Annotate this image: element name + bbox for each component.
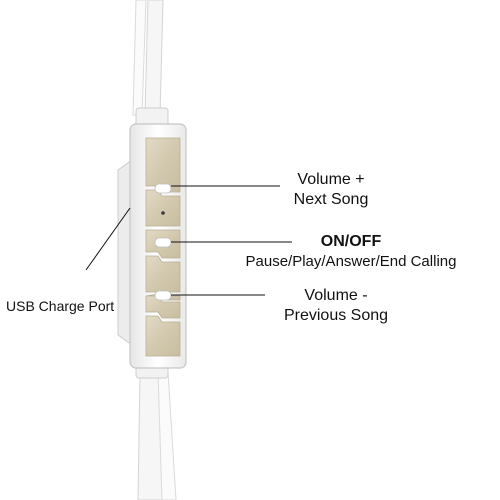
callout-usb (85, 207, 131, 271)
onoff-title-text: ON/OFF (320, 233, 382, 250)
usb-charge-port-label: USB Charge Port (6, 298, 115, 314)
onoff-label: ON/OFF Pause/Play/Answer/End Calling (225, 232, 477, 272)
volume-minus-line1: Volume - (304, 287, 368, 304)
volume-minus-label: Volume - Previous Song (272, 286, 400, 326)
volume-minus-line2: Previous Song (283, 307, 389, 324)
cable-top-strand (132, 0, 147, 116)
onoff-description: Pause/Play/Answer/End Calling (245, 253, 457, 270)
bottom-panel (145, 315, 181, 357)
volume-plus-line1: Volume + (297, 171, 365, 188)
cable-top (144, 0, 164, 116)
volume-plus-line2: Next Song (293, 191, 369, 208)
onoff-button-lower (145, 255, 181, 293)
nub-volume-minus (154, 290, 172, 301)
onoff-title: ON/OFF (225, 232, 477, 252)
microphone-hole (161, 211, 165, 215)
nub-volume-plus (154, 183, 172, 194)
volume-plus-label: Volume + Next Song (283, 170, 379, 210)
nub-onoff (154, 237, 172, 248)
